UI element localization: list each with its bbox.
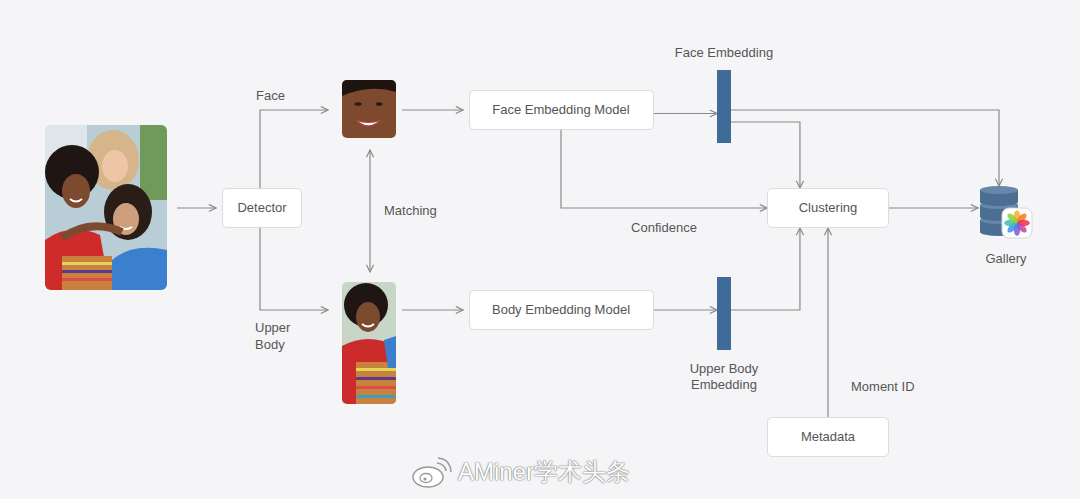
box-label: Detector	[237, 200, 286, 216]
connector	[654, 113, 718, 114]
drawing-part	[140, 125, 167, 200]
embedding-bar: Upper Body Embedding	[717, 277, 731, 350]
embedding-bar: Face Embedding	[717, 70, 731, 143]
connector	[731, 228, 800, 310]
drawing-part	[356, 377, 396, 380]
matching-label: Matching	[384, 202, 437, 219]
branch-label: Face	[256, 87, 285, 104]
database-disk	[980, 186, 1018, 194]
drawing-part	[402, 309, 463, 310]
drawing-part	[62, 270, 112, 273]
box-label: Body Embedding Model	[492, 302, 630, 318]
connector	[654, 309, 718, 310]
edge-label: Moment ID	[848, 379, 918, 395]
drawing-part	[356, 302, 380, 332]
flow-arrows	[177, 110, 463, 310]
drawing-part	[342, 282, 396, 404]
photos-icon	[1002, 208, 1032, 238]
branch-label: Upper Body	[255, 319, 303, 353]
watermark-logo	[413, 458, 451, 487]
body-crop	[342, 282, 396, 404]
drawing-part	[356, 368, 396, 371]
drawing-part	[62, 226, 122, 238]
face-crop	[342, 80, 396, 138]
drawing-part	[356, 395, 396, 398]
drawing-part	[384, 336, 396, 368]
group-photo	[45, 125, 167, 290]
gallery-drawing	[978, 186, 1034, 240]
connector	[889, 207, 978, 208]
drawing-part	[342, 80, 396, 138]
drawing-part	[402, 109, 463, 110]
drawing-part	[438, 458, 451, 472]
model-box: Body Embedding Model	[469, 290, 654, 330]
connector	[827, 228, 828, 417]
box-label: Metadata	[801, 429, 855, 445]
drawing-part	[356, 120, 381, 126]
drawing-part	[413, 467, 443, 487]
drawing-part	[70, 199, 82, 202]
drawing-part	[355, 102, 362, 106]
connector	[561, 130, 767, 208]
process-box: Metadata	[767, 417, 889, 457]
process-box: Detector	[222, 188, 302, 228]
drawing-part	[62, 262, 112, 265]
drawing-part	[62, 174, 90, 208]
drawing-part	[342, 80, 396, 96]
node-caption: Face Embedding	[675, 45, 773, 61]
drawing-part	[376, 102, 383, 106]
process-box: Clustering	[767, 188, 889, 228]
drawing-part	[369, 150, 370, 272]
edge-label: Confidence	[628, 220, 700, 236]
node-caption: Gallery	[951, 251, 1061, 267]
photos-petal	[1006, 212, 1019, 225]
node-caption: Upper Body Embedding	[669, 361, 779, 393]
drawing-part	[362, 324, 374, 327]
gallery-icon: Gallery	[978, 186, 1034, 240]
drawing-part	[437, 463, 446, 471]
drawing-part	[177, 207, 216, 208]
drawing-part	[356, 362, 396, 404]
box-label: Face Embedding Model	[492, 102, 629, 118]
drawing-part	[260, 110, 328, 188]
drawing-part	[110, 248, 167, 290]
drawing-part	[423, 477, 426, 480]
drawing-part	[62, 256, 112, 290]
drawing-part	[62, 278, 112, 281]
box-label: Clustering	[799, 200, 858, 216]
drawing-part	[102, 150, 128, 182]
drawing-part	[420, 474, 432, 483]
connector	[731, 122, 800, 188]
drawing-part	[356, 386, 396, 389]
drawing-part	[260, 228, 328, 310]
watermark: AMiner学术头条	[458, 458, 630, 486]
model-box: Face Embedding Model	[469, 90, 654, 130]
